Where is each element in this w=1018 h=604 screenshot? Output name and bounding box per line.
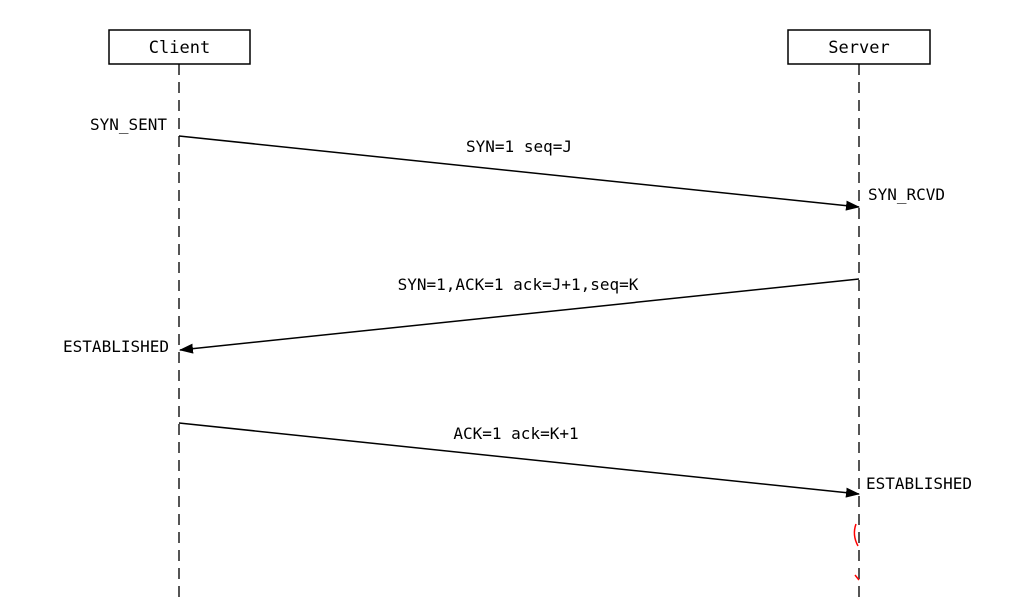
- message-label: ACK=1 ack=K+1: [453, 424, 578, 443]
- state-server-established: ESTABLISHED: [866, 474, 972, 493]
- server-label: Server: [828, 38, 889, 58]
- state-client-established: ESTABLISHED: [63, 337, 169, 356]
- red-mark-lower: [854, 574, 860, 581]
- client-participant: Client: [108, 29, 251, 65]
- red-mark: [853, 523, 859, 547]
- server-participant: Server: [787, 29, 931, 65]
- message-arrow: [178, 135, 860, 211]
- message-syn: SYN=1 seq=J: [178, 135, 860, 211]
- state-server-syn-rcvd: SYN_RCVD: [868, 185, 945, 204]
- server-box: [787, 29, 931, 65]
- message-syn-ack: SYN=1,ACK=1 ack=J+1,seq=K: [179, 275, 860, 354]
- message-label: SYN=1,ACK=1 ack=J+1,seq=K: [398, 275, 639, 294]
- client-box: [108, 29, 251, 65]
- message-arrow: [179, 278, 860, 354]
- client-label: Client: [149, 38, 210, 58]
- message-label: SYN=1 seq=J: [466, 137, 572, 156]
- state-client-syn-sent: SYN_SENT: [90, 115, 167, 134]
- message-ack: ACK=1 ack=K+1: [178, 422, 860, 498]
- message-arrow: [178, 422, 860, 498]
